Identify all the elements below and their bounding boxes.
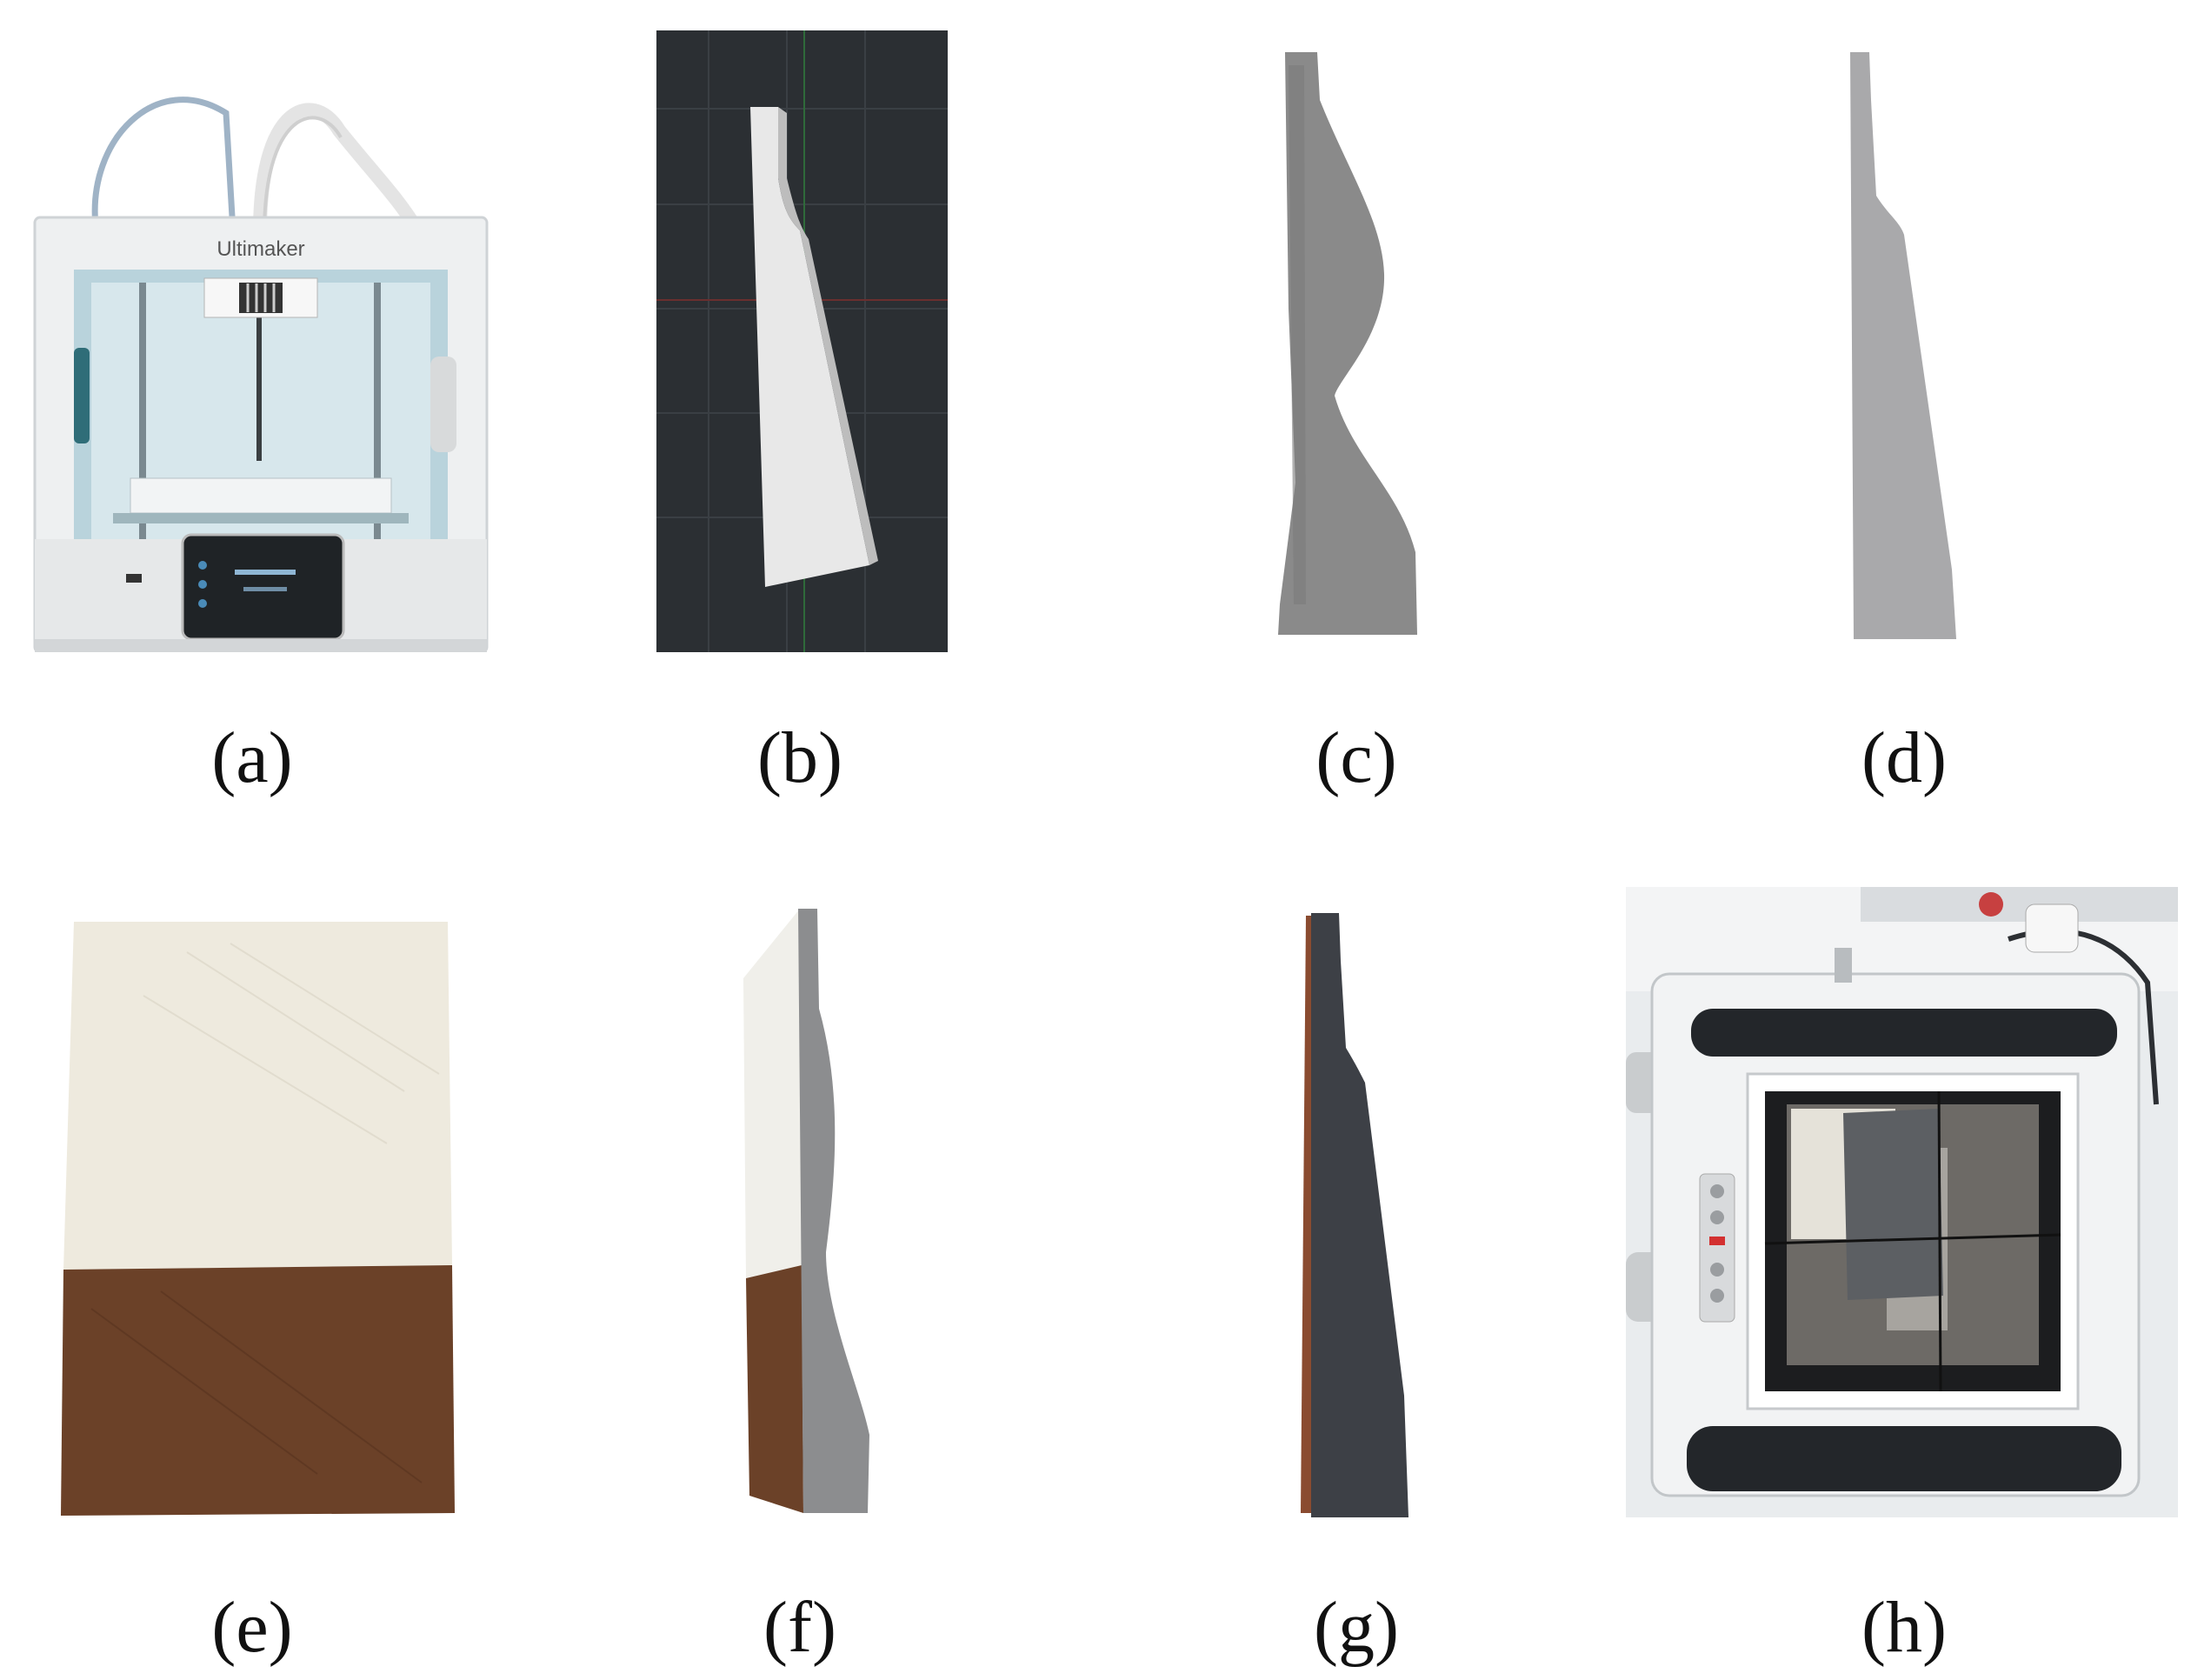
panel-d-light-gray-printed-wedge [1835,48,1982,648]
caption-e: (e) [211,1587,293,1668]
panel-h-xray-device-photo [1626,887,2178,1517]
caption-c: (c) [1315,717,1397,798]
caption-f: (f) [763,1587,836,1668]
panel-e-two-tone-block [57,917,456,1517]
caption-h: (h) [1861,1587,1947,1668]
combined-wedge-profile [743,909,869,1513]
panel-a-3d-printer-photo: Ultimaker [26,52,496,652]
gray-wedge-profile [1278,52,1417,635]
caption-d: (d) [1861,717,1947,798]
3d-printer-illustration: Ultimaker [33,97,489,652]
xray-device-illustration [1626,887,2178,1517]
panel-b-cad-model [656,30,948,652]
caption-b: (b) [757,717,842,798]
light-gray-wedge-profile [1850,52,1956,639]
panel-c-gray-printed-wedge [1269,48,1426,648]
panel-f-combined-wedge-side [739,904,887,1522]
two-tone-block [61,922,455,1516]
panel-g-dark-wedge [1295,909,1426,1522]
caption-g: (g) [1314,1587,1399,1668]
cad-viewport [656,30,948,652]
caption-a: (a) [211,717,293,798]
dark-wedge-profile [1301,913,1408,1517]
printer-brand-label: Ultimaker [216,237,304,261]
